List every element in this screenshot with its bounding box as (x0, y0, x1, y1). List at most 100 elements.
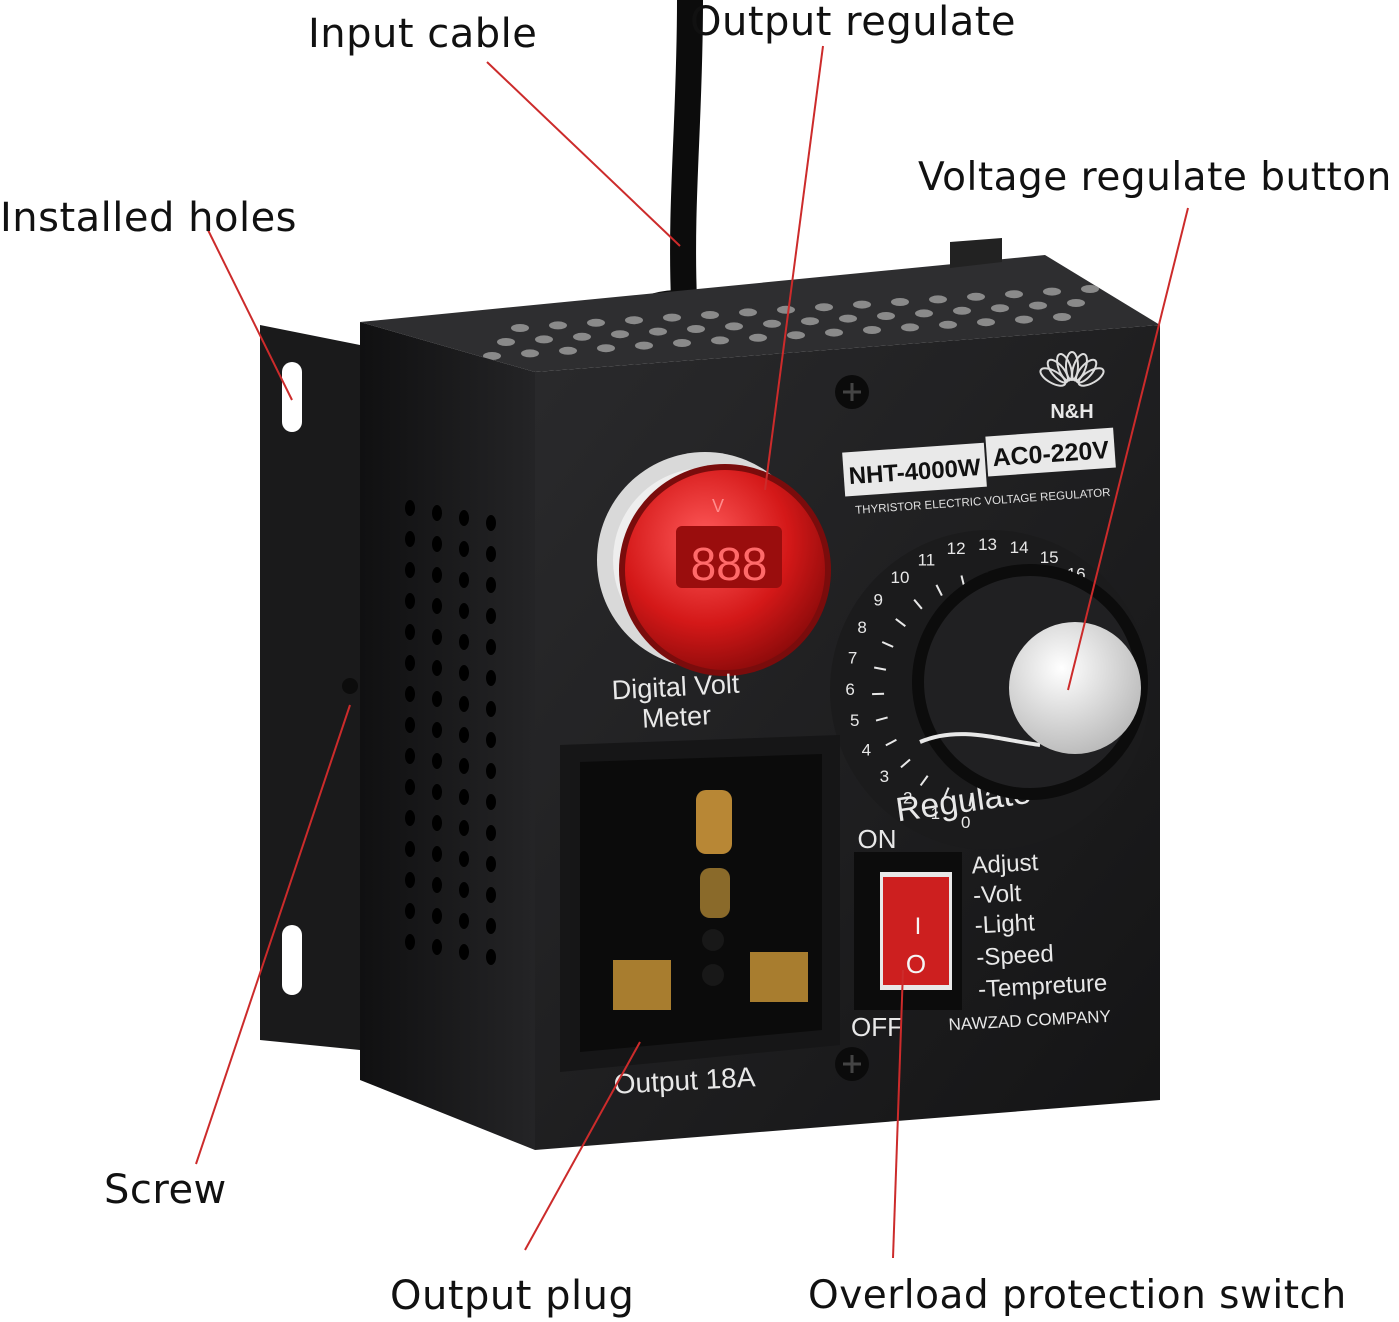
vent-hole (991, 304, 1009, 313)
vent-hole (432, 877, 442, 893)
logo-petal (1071, 353, 1088, 382)
vent-hole (587, 318, 605, 327)
top-panel (360, 238, 1160, 372)
vent-hole (486, 670, 496, 686)
vent-hole (459, 944, 469, 960)
vent-hole (486, 918, 496, 934)
vent-hole (877, 312, 895, 320)
vent-hole (432, 691, 442, 707)
vent-hole (432, 598, 442, 614)
callout-output-plug: Output plug (390, 1273, 635, 1319)
vent-hole (787, 331, 805, 340)
adjust-list: Adjust -Volt -Light -Speed -Tempreture (971, 849, 1108, 1003)
dial-tick (935, 584, 943, 597)
ventilation-holes-top (483, 285, 1099, 360)
adjust-title: Adjust (971, 849, 1039, 879)
dial-tick (942, 787, 950, 800)
vent-hole (432, 753, 442, 769)
switch-mark-off: O (906, 949, 926, 979)
overload-protection-switch[interactable]: I O (854, 852, 962, 1010)
logo-petal (1046, 358, 1069, 384)
vent-hole (405, 934, 415, 950)
vent-hole (559, 346, 577, 355)
front-screw-bottom (835, 1047, 869, 1081)
vent-hole (459, 820, 469, 836)
dial-number: 3 (880, 767, 889, 786)
vent-hole (815, 303, 833, 312)
mounting-bracket (260, 325, 360, 1050)
leader-line-input-cable (486, 61, 681, 247)
dial-tick (875, 716, 888, 722)
vent-hole (486, 763, 496, 779)
digital-volt-meter: 888 V (597, 452, 831, 676)
vent-hole (405, 562, 415, 578)
dial-number: 15 (1040, 548, 1059, 567)
vent-hole (839, 314, 857, 323)
adjust-item: -Light (974, 909, 1036, 939)
vent-hole (432, 815, 442, 831)
vent-hole (486, 887, 496, 903)
meter-display: 888 (691, 538, 768, 590)
vent-hole (549, 321, 567, 330)
vent-hole (432, 567, 442, 583)
vent-hole (405, 686, 415, 702)
vent-hole (405, 841, 415, 857)
vent-hole (801, 317, 819, 326)
vent-hole (405, 655, 415, 671)
vent-hole (459, 603, 469, 619)
vent-hole (459, 541, 469, 557)
vent-hole (405, 531, 415, 547)
dial-tick (968, 794, 973, 807)
callout-screw: Screw (104, 1167, 227, 1213)
dial-number: 9 (873, 591, 882, 610)
vent-hole (763, 319, 781, 328)
dial-tick (913, 598, 923, 610)
vent-hole (405, 500, 415, 516)
vent-hole (432, 660, 442, 676)
vent-hole (486, 794, 496, 810)
volt-mark: V (712, 496, 724, 516)
leader-line-switch (892, 969, 904, 1259)
vent-hole (432, 722, 442, 738)
vent-hole (405, 717, 415, 733)
callout-voltage-regulate-button: Voltage regulate button (918, 155, 1392, 200)
vent-hole (649, 327, 667, 336)
vent-hole (432, 629, 442, 645)
vent-hole (405, 903, 415, 919)
meter-label-line2: Meter (641, 700, 712, 734)
vent-hole (625, 316, 643, 325)
vent-hole (1015, 315, 1033, 324)
vent-hole (459, 634, 469, 650)
dial-number: 0 (961, 813, 970, 832)
dial-number: 6 (845, 680, 854, 699)
leader-line-installed-holes (207, 229, 293, 401)
dial-number: 11 (918, 550, 936, 569)
dial-number: 8 (857, 618, 866, 637)
vent-hole (405, 624, 415, 640)
vent-hole (497, 338, 515, 346)
switch-on-label: ON (858, 824, 897, 854)
vent-hole (939, 320, 957, 329)
logo-petal (1056, 353, 1073, 382)
vent-hole (486, 732, 496, 748)
callout-overload-protection-switch: Overload protection switch (808, 1273, 1347, 1318)
vent-hole (432, 908, 442, 924)
vent-hole (486, 825, 496, 841)
logo-petal (1075, 358, 1098, 384)
adjust-item: -Volt (972, 880, 1022, 909)
dial-tick (885, 738, 897, 747)
vent-hole (432, 846, 442, 862)
vent-hole (432, 784, 442, 800)
vent-hole (432, 505, 442, 521)
vent-hole (1067, 299, 1085, 307)
voltage-regulate-knob[interactable] (912, 564, 1148, 800)
vent-hole (405, 779, 415, 795)
output-socket[interactable] (560, 735, 840, 1072)
vent-hole (1005, 290, 1023, 299)
dial-number: 13 (978, 535, 997, 554)
dial-number: 4 (862, 741, 871, 760)
vent-hole (687, 325, 705, 333)
vent-hole (486, 546, 496, 562)
leader-line-voltage-button (1067, 207, 1189, 691)
vent-hole (486, 577, 496, 593)
